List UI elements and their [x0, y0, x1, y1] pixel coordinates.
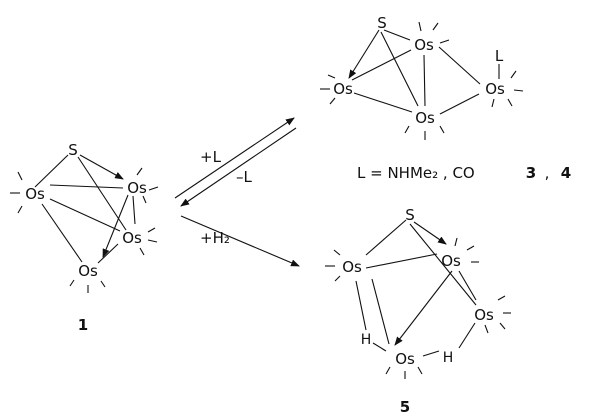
- compound-1-bonds: [34, 154, 136, 264]
- compound-5-carbonyls: [325, 237, 511, 379]
- compound-1-number: 1: [78, 316, 88, 334]
- compound-1-sulfur: S: [68, 141, 78, 159]
- compound-5-osmium-top-right: Os: [441, 252, 461, 270]
- compound-5-hydride-right: H: [443, 350, 454, 366]
- compound-3-4-osmium-bottom: Os: [415, 109, 435, 127]
- compound-3-4-carbonyls: [320, 21, 524, 140]
- compound-3-4-bonds: [348, 29, 500, 115]
- compound-3-4-osmium-left: Os: [333, 80, 353, 98]
- compound-3-number: 3: [526, 164, 536, 182]
- compound-5: S Os Os Os Os H H 5: [325, 206, 511, 416]
- compound-5-osmium-right: Os: [474, 306, 494, 324]
- compound-1-osmium-left: Os: [25, 185, 45, 203]
- compound-4-number: 4: [561, 164, 571, 182]
- compound-1: S Os Os Os Os 1: [10, 141, 159, 334]
- reverse-label: –L: [236, 168, 253, 186]
- ligand-definition: L = NHMe₂ , CO: [357, 164, 475, 182]
- compound-3-4-ligand-label: L: [495, 47, 504, 65]
- compound-5-hydride-left: H: [361, 332, 372, 348]
- compound-5-number: 5: [400, 398, 410, 416]
- forward-arrow: [174, 117, 295, 199]
- compound-3-4-osmium-right: Os: [485, 80, 505, 98]
- compound-3-4-sulfur: S: [377, 14, 387, 32]
- compound-3-4-separator: ,: [545, 164, 550, 182]
- compound-1-osmium-middle: Os: [122, 229, 142, 247]
- compound-1-osmium-top-right: Os: [127, 179, 147, 197]
- compound-5-osmium-left: Os: [342, 258, 362, 276]
- compound-1-carbonyls: [10, 167, 159, 293]
- forward-label: +L: [200, 148, 222, 166]
- reverse-arrow: [180, 127, 297, 207]
- compound-1-osmium-bottom: Os: [78, 262, 98, 280]
- compound-5-sulfur: S: [405, 206, 415, 224]
- compound-5-osmium-bottom: Os: [395, 350, 415, 368]
- reaction-arrows: +L –L +H₂: [174, 117, 300, 267]
- compound-3-4-osmium-top: Os: [414, 36, 434, 54]
- compound-3-4: S Os Os Os Os L L = NHMe₂ , CO 3 , 4: [320, 14, 571, 182]
- hydrogenation-label: +H₂: [200, 229, 230, 247]
- compound-5-bonds: [355, 219, 477, 357]
- hydrogenation-arrow: [180, 215, 300, 267]
